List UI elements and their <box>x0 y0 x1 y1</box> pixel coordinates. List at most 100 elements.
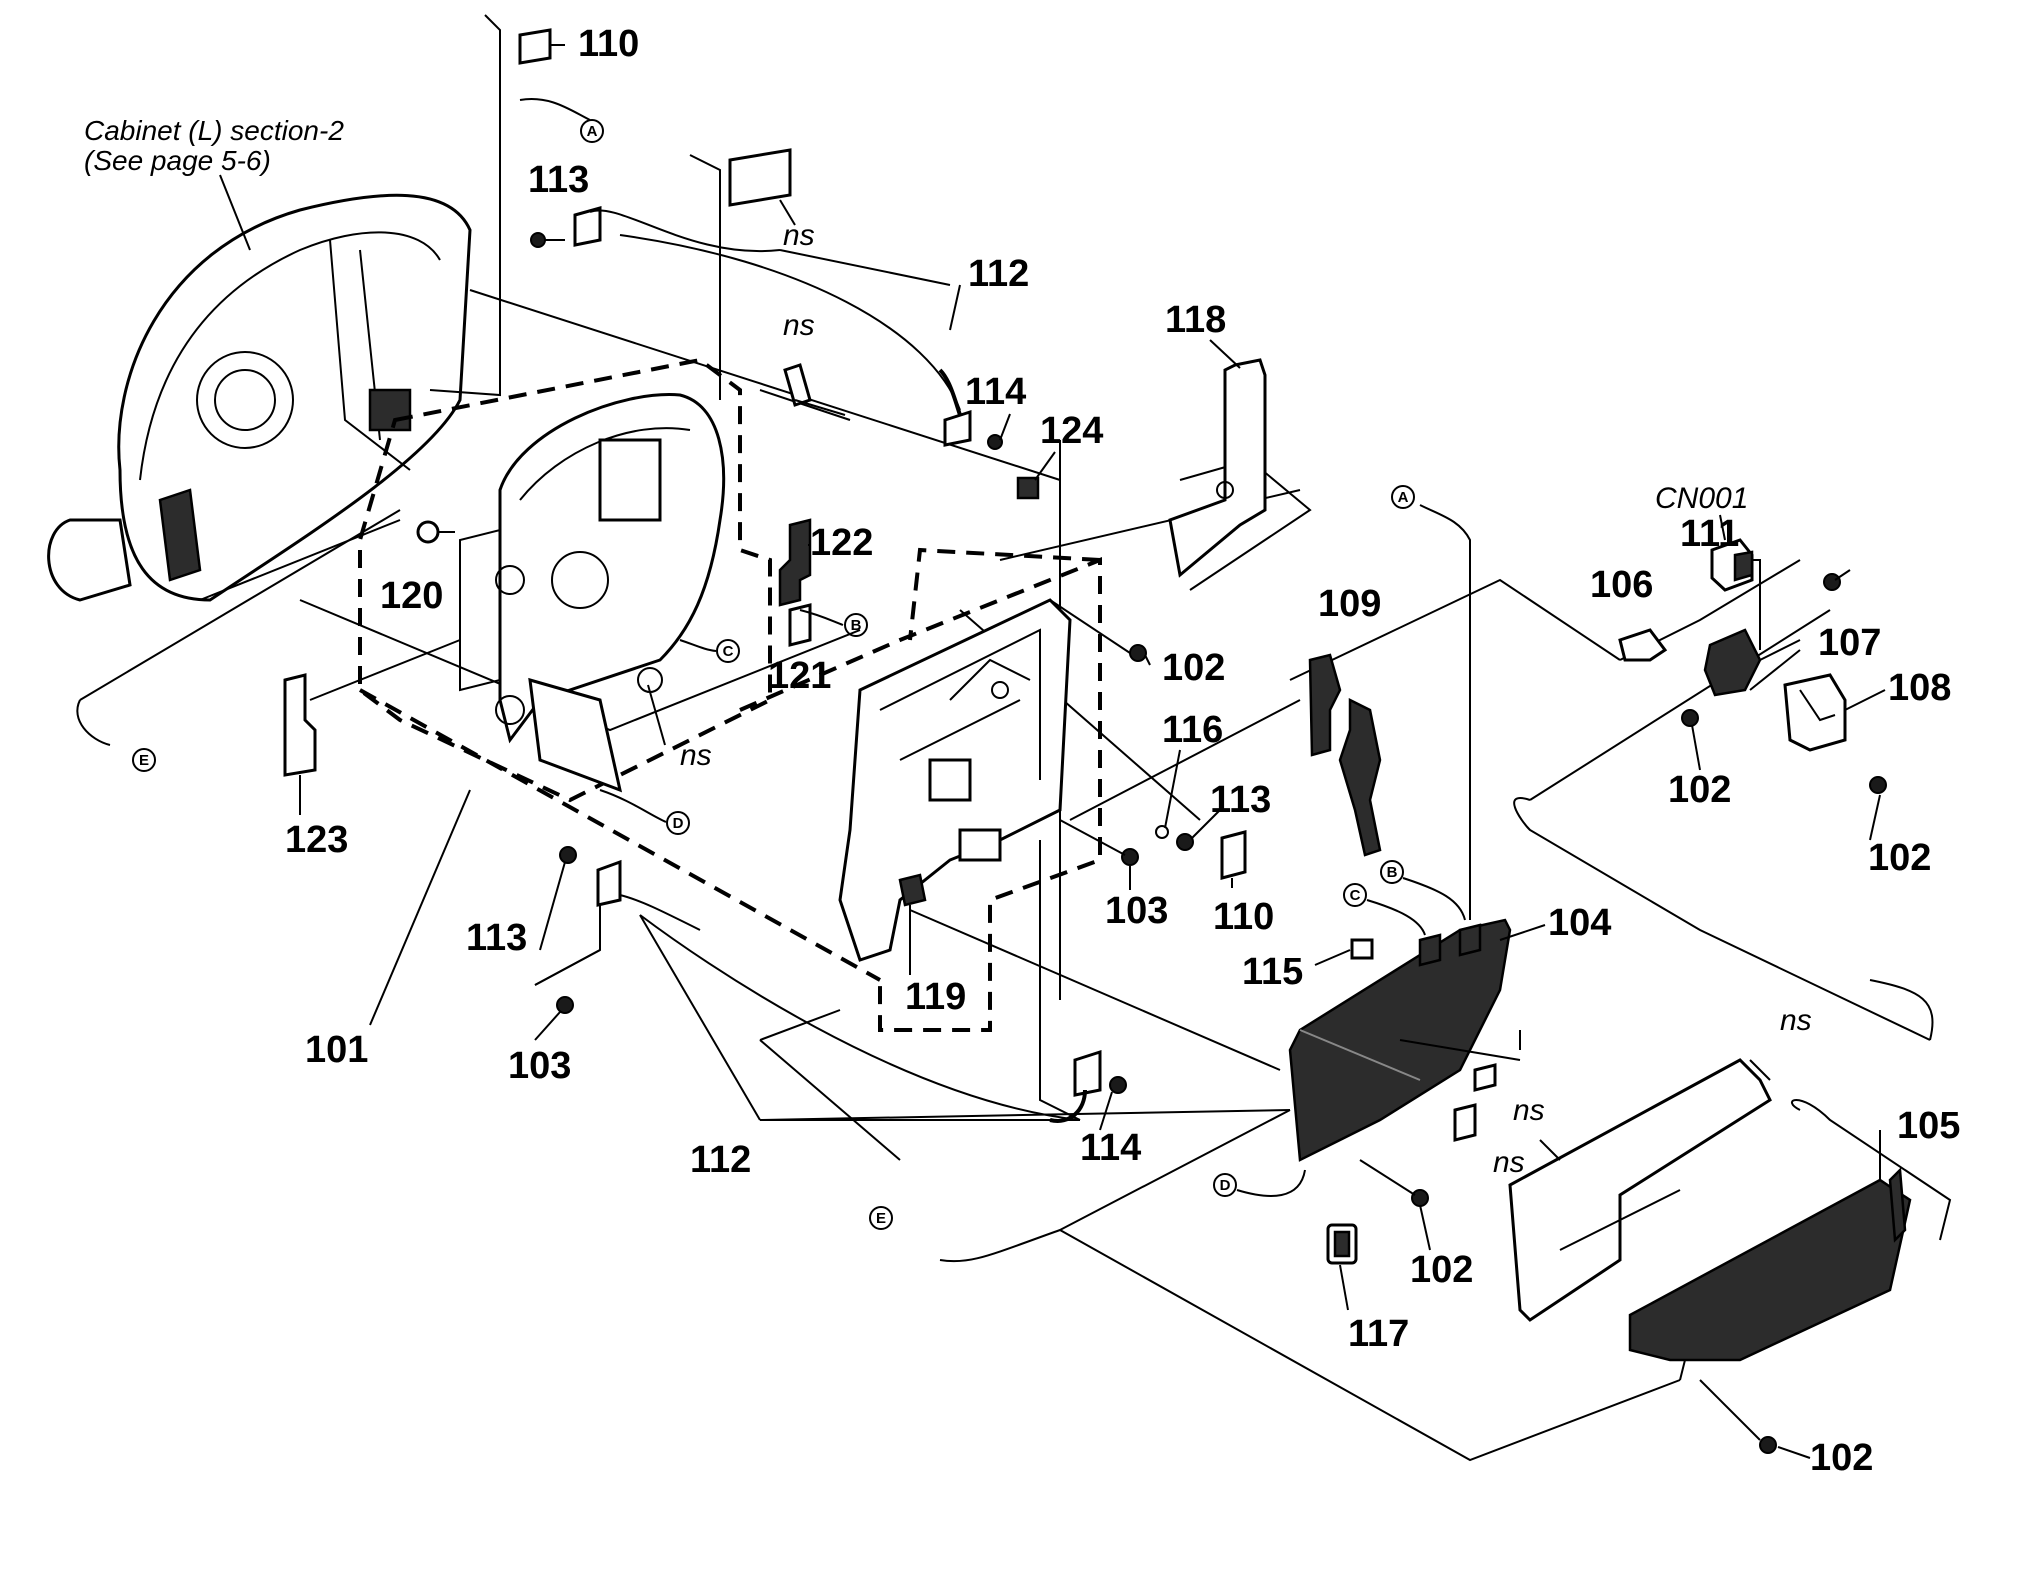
marker-a-right: A <box>1391 485 1415 509</box>
marker-e-bottom: E <box>869 1206 893 1230</box>
label-109: 109 <box>1318 583 1381 625</box>
marker-d-lower: D <box>1213 1169 1306 1197</box>
label-107: 107 <box>1818 622 1881 664</box>
ns-labels: ns ns ns ns ns ns <box>647 219 1812 1179</box>
label-121: 121 <box>768 655 831 697</box>
screw-114-top <box>987 434 1003 450</box>
ns-plate <box>1508 1058 1772 1322</box>
label-105: 105 <box>1897 1105 1960 1147</box>
marker-label: C <box>723 643 734 660</box>
caption-line-1: Cabinet (L) section-2 <box>84 115 344 146</box>
part-123 <box>283 673 317 777</box>
marker-label: D <box>1220 1177 1231 1194</box>
screw-102-lower-center <box>1411 1189 1429 1207</box>
label-102-right-upper: 102 <box>1668 769 1731 811</box>
part-119-chassis <box>838 598 1072 962</box>
part-122 <box>778 518 812 607</box>
part-114-lower <box>1073 1049 1102 1097</box>
part-110-lower <box>1220 830 1247 880</box>
label-120: 120 <box>380 575 443 617</box>
label-116: 116 <box>1162 709 1223 751</box>
screw-113-right <box>1176 833 1194 851</box>
ns-part-104-b <box>1453 1103 1477 1142</box>
part-114-top <box>943 409 972 447</box>
ns-part-upper <box>783 363 812 407</box>
marker-label: B <box>1387 864 1398 881</box>
label-110-lower: 110 <box>1213 896 1274 938</box>
screw-102-right-lower <box>1869 776 1887 794</box>
part-110-top <box>518 28 552 65</box>
cabinet-caption: Cabinet (L) section-2 (See page 5-6) <box>84 115 344 251</box>
part-116 <box>1155 825 1169 839</box>
part-121 <box>788 603 812 647</box>
assembly-101-outline <box>358 357 1102 1032</box>
marker-b-lower: B <box>1380 860 1466 921</box>
part-105-board <box>1628 1178 1912 1362</box>
part-109 <box>1308 653 1382 857</box>
screw-113-lower <box>559 846 577 864</box>
label-110-top: 110 <box>578 23 639 65</box>
marker-label: E <box>876 1210 886 1227</box>
ns-label-104-b: ns <box>1493 1146 1525 1179</box>
caption-line-2: (See page 5-6) <box>84 145 271 176</box>
label-103-left: 103 <box>508 1045 571 1087</box>
ns-sheet-top <box>728 148 792 207</box>
label-102-right-lower: 102 <box>1868 837 1931 879</box>
label-leaders <box>299 339 1886 1459</box>
screw-102-middle <box>1129 644 1147 662</box>
label-123: 123 <box>285 819 348 861</box>
screw-113-top <box>530 232 546 248</box>
label-106: 106 <box>1590 564 1653 606</box>
cn001-label: CN001 <box>1655 482 1748 515</box>
label-102-middle: 102 <box>1162 647 1225 689</box>
part-112-top-bracket <box>573 206 602 247</box>
label-118: 118 <box>1165 299 1226 341</box>
part-107 <box>1703 628 1762 697</box>
label-108: 108 <box>1888 667 1951 709</box>
label-101: 101 <box>305 1029 368 1071</box>
ns-label-top: ns <box>783 219 815 252</box>
label-113-right: 113 <box>1210 779 1271 821</box>
marker-c-upper: C <box>679 639 740 663</box>
part-120 <box>416 520 440 544</box>
label-122: 122 <box>810 522 873 564</box>
label-111: 111 <box>1680 513 1739 555</box>
screw-114-lower <box>1109 1076 1127 1094</box>
label-112-lower: 112 <box>690 1139 751 1181</box>
cabinet-l-section <box>47 193 472 602</box>
label-117: 117 <box>1348 1313 1409 1355</box>
marker-label: A <box>587 123 598 140</box>
label-102-lower-center: 102 <box>1410 1249 1473 1291</box>
label-113-lower: 113 <box>466 917 527 959</box>
marker-a-top: A <box>580 119 604 143</box>
ns-label-left: ns <box>680 739 712 772</box>
screw-102-right-upper <box>1681 709 1699 727</box>
label-103-middle: 103 <box>1105 890 1168 932</box>
screw-102-bottom <box>1759 1436 1777 1454</box>
marker-label: E <box>139 752 149 769</box>
marker-label: D <box>673 815 684 832</box>
label-124: 124 <box>1040 410 1103 452</box>
marker-d-upper: D <box>599 789 690 835</box>
label-119: 119 <box>905 976 966 1018</box>
label-104: 104 <box>1548 902 1611 944</box>
part-124 <box>1016 476 1040 500</box>
screw-103-middle <box>1121 848 1139 866</box>
screw-103-left <box>556 996 574 1014</box>
label-114-lower: 114 <box>1080 1127 1141 1169</box>
label-115: 115 <box>1242 951 1303 993</box>
marker-label: C <box>1350 887 1361 904</box>
marker-c-lower: C <box>1343 883 1426 936</box>
marker-label: B <box>851 617 862 634</box>
marker-b-upper: B <box>799 609 868 637</box>
marker-label: A <box>1398 489 1409 506</box>
label-112-top: 112 <box>968 253 1029 295</box>
part-106 <box>1618 628 1668 662</box>
ns-label-upper: ns <box>783 309 815 342</box>
label-114-top: 114 <box>965 371 1026 413</box>
part-101-frame <box>459 393 726 793</box>
screw-111 <box>1823 573 1841 591</box>
part-118 <box>1168 358 1267 578</box>
